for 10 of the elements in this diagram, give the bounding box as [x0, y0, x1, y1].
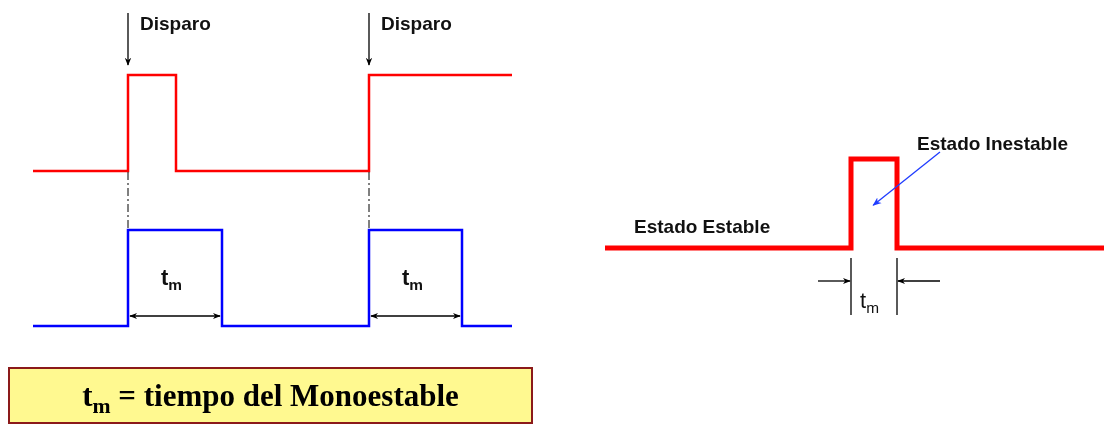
trigger-label: Disparo — [140, 14, 211, 33]
time-label: t$_{m}$ — [860, 290, 879, 316]
state-label: Estado Inestable — [917, 134, 1068, 153]
time-label: t$_{m}$ — [161, 267, 182, 293]
signal-waveform — [605, 156, 1104, 251]
trigger-label: Disparo — [381, 14, 452, 33]
state-label: Estado Estable — [634, 217, 771, 236]
time-label: t$_{m}$ — [402, 267, 423, 293]
leader-line — [872, 151, 941, 206]
formula-box: t$_{m}$ = tiempo del Monoestable — [8, 367, 533, 424]
